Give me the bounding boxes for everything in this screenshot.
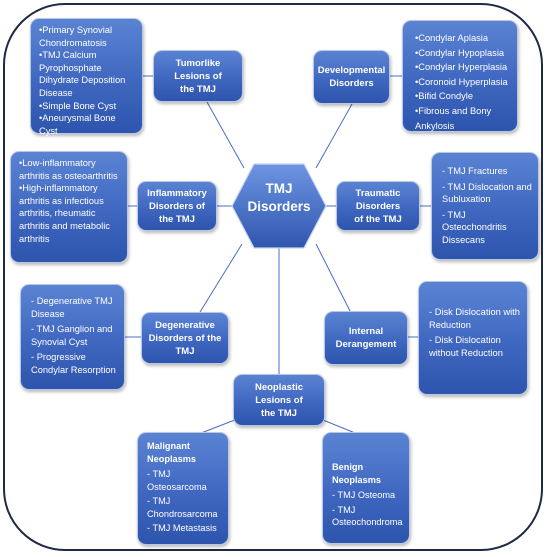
list-item: TMJ Chondrosarcoma xyxy=(147,495,222,520)
hub-label-line2: Disorders xyxy=(247,199,311,214)
traumatic-label-line1: Traumatic Disorders xyxy=(355,187,401,212)
benign-list: TMJ Osteoma TMJ Osteochondroma xyxy=(332,489,403,529)
list-item: Disk Dislocation without Reduction xyxy=(429,334,521,359)
developmental-label-line2: Disorders xyxy=(329,78,374,89)
connector-hub-internal xyxy=(315,243,351,312)
inflammatory-label-line1: Inflammatory xyxy=(147,187,207,199)
internal-label-line2: Derangement xyxy=(335,339,397,350)
list-item: Low-inflammatory arthritis as osteoarthr… xyxy=(19,157,121,182)
neoplastic-label-box: Neoplastic Lesions of the TMJ xyxy=(233,374,325,426)
list-item: TMJ Ganglion and Synovial Cyst xyxy=(31,323,118,348)
internal-list: Disk Dislocation with Reduction Disk Dis… xyxy=(429,306,521,359)
list-item: Disk Dislocation with Reduction xyxy=(429,306,521,331)
benign-box: Benign Neoplasms TMJ Osteoma TMJ Osteoch… xyxy=(322,432,410,544)
hub-hexagon xyxy=(231,163,327,249)
tumorlike-list: Primary Synovial Chondromatosis TMJ Calc… xyxy=(39,24,136,137)
inflammatory-list: Low-inflammatory arthritis as osteoarthr… xyxy=(19,157,121,245)
list-item: Fibrous and Bony Ankylosis xyxy=(415,104,511,133)
list-item: Coronoid Hyperplasia xyxy=(415,75,511,90)
degenerative-label-line2: Disorders of the TMJ xyxy=(148,332,222,357)
tumorlike-label-box: Tumorlike Lesions of the TMJ xyxy=(153,50,243,102)
traumatic-label-line2: of the TMJ xyxy=(354,213,402,225)
degenerative-label-box: Degenerative Disorders of the TMJ xyxy=(141,312,229,364)
hub-label-line1: TMJ xyxy=(265,181,293,196)
connector-hub-degenerative xyxy=(199,243,243,313)
benign-title: Benign Neoplasms xyxy=(332,462,382,485)
malignant-box: Malignant Neoplasms TMJ Osteosarcoma TMJ… xyxy=(137,432,229,545)
list-item: Condylar Hyperplasia xyxy=(415,60,511,75)
neoplastic-label-line2: the TMJ xyxy=(261,407,297,419)
traumatic-label-box: Traumatic Disorders of the TMJ xyxy=(336,181,420,231)
list-item: Degenerative TMJ Disease xyxy=(31,295,118,320)
traumatic-list: TMJ Fractures TMJ Dislocation and Sublux… xyxy=(442,165,532,247)
list-item: TMJ Osteochondritis Dissecans xyxy=(442,209,532,247)
tumorlike-label-line1: Tumorlike Lesions of xyxy=(174,57,222,82)
list-item: TMJ Osteoma xyxy=(332,489,403,502)
list-item: Condylar Aplasia xyxy=(415,31,511,46)
developmental-list-box: Condylar Aplasia Condylar Hypoplasia Con… xyxy=(402,20,518,132)
list-item: High-inflammatory arthritis as infectiou… xyxy=(19,182,121,245)
malignant-title: Malignant Neoplasms xyxy=(147,440,222,465)
list-item: TMJ Fractures xyxy=(442,165,532,178)
connector-hub-tumorlike xyxy=(206,101,245,169)
degenerative-list: Degenerative TMJ Disease TMJ Ganglion an… xyxy=(31,295,118,377)
inflammatory-list-box: Low-inflammatory arthritis as osteoarthr… xyxy=(10,151,128,263)
internal-list-box: Disk Dislocation with Reduction Disk Dis… xyxy=(418,281,528,395)
malignant-title-line1: Malignant xyxy=(147,441,190,451)
list-item: Aneurysmal Bone Cyst xyxy=(39,112,136,137)
list-item: TMJ Osteosarcoma xyxy=(147,468,222,493)
degenerative-list-box: Degenerative TMJ Disease TMJ Ganglion an… xyxy=(20,284,125,390)
inflammatory-label-line2: Disorders of the TMJ xyxy=(149,200,205,225)
developmental-label-box: Developmental Disorders xyxy=(313,50,390,104)
list-item: TMJ Metastasis xyxy=(147,522,222,535)
tumorlike-label-line2: the TMJ xyxy=(180,83,216,95)
developmental-label-line1: Developmental xyxy=(317,65,386,76)
malignant-title-line2: Neoplasms xyxy=(147,453,197,464)
list-item: TMJ Dislocation and Subluxation xyxy=(442,181,532,206)
list-item: Primary Synovial Chondromatosis xyxy=(39,24,136,49)
list-item: Condylar Hypoplasia xyxy=(415,46,511,61)
hub-label: TMJ Disorders xyxy=(232,180,326,216)
list-item: Bifid Condyle xyxy=(415,89,511,104)
internal-label-line1: Internal xyxy=(348,326,384,337)
list-item: Simple Bone Cyst xyxy=(39,100,136,113)
tumorlike-list-box: Primary Synovial Chondromatosis TMJ Calc… xyxy=(30,18,143,137)
connector-hub-developmental xyxy=(315,103,353,169)
malignant-list: TMJ Osteosarcoma TMJ Chondrosarcoma TMJ … xyxy=(147,468,222,535)
list-item: TMJ Osteochondroma xyxy=(332,504,403,529)
traumatic-list-box: TMJ Fractures TMJ Dislocation and Sublux… xyxy=(431,152,539,260)
internal-label-box: Internal Derangement xyxy=(324,311,408,365)
degenerative-label-line1: Degenerative xyxy=(155,319,215,331)
developmental-list: Condylar Aplasia Condylar Hypoplasia Con… xyxy=(415,31,511,133)
list-item: TMJ Calcium Pyrophosphate Dihydrate Depo… xyxy=(39,49,136,99)
inflammatory-label-box: Inflammatory Disorders of the TMJ xyxy=(137,181,217,231)
neoplastic-label-line1: Neoplastic Lesions of xyxy=(254,381,304,406)
list-item: Progressive Condylar Resorption xyxy=(31,351,118,376)
